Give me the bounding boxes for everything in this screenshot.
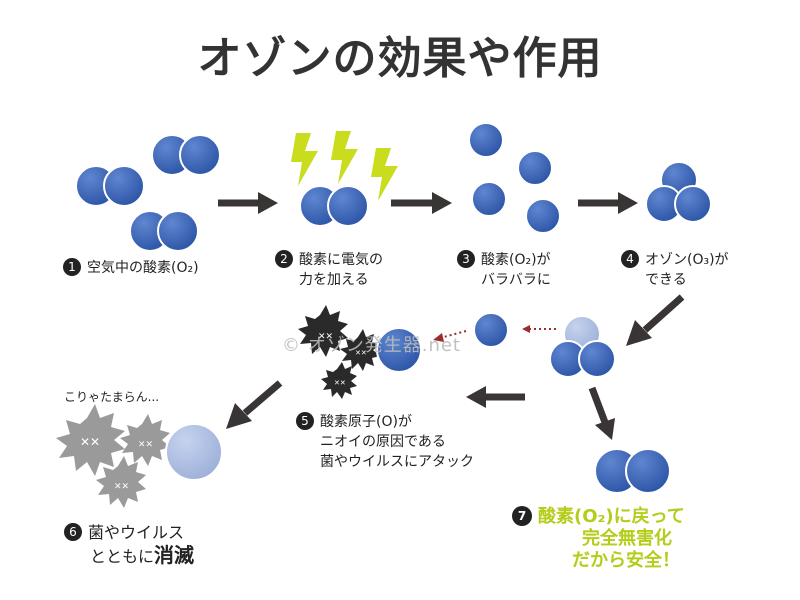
step7-text-line1: 酸素(O₂)に戻って (538, 506, 685, 527)
step4-text-line2: できる (645, 272, 687, 288)
step6-text-line1: 菌やウイルス (88, 523, 185, 542)
step-number: 2 (275, 250, 293, 268)
step3-text-line1: 酸素(O₂)が (481, 252, 551, 268)
step3-label: 3 酸素(O₂)が バラバラに (457, 250, 551, 290)
step3-text-line2: バラバラに (481, 272, 551, 288)
step6-label: 6 菌やウイルス とともに消滅 (64, 522, 194, 568)
step5-text-line3: 菌やウイルスにアタック (320, 454, 474, 470)
step7-oxygen-molecule (594, 448, 671, 494)
watermark: © オゾン発生器.net (282, 335, 461, 356)
oxygen-atom-light (165, 423, 223, 481)
arrow-down (588, 386, 615, 440)
step-number: 3 (457, 250, 475, 268)
o2-molecule (129, 210, 199, 252)
germ-gray-icon: ✕✕ (120, 414, 170, 466)
step1-text: 空気中の酸素(O₂) (87, 260, 199, 276)
step-number: 1 (63, 258, 81, 276)
germ-dark-icon: ✕✕ (298, 305, 348, 357)
oxygen-atom (473, 312, 509, 348)
step-number: 4 (621, 250, 639, 268)
step-number: 6 (64, 523, 82, 541)
step7-text-line2: 完全無害化 (582, 528, 672, 549)
step5-text-line1: 酸素原子(O)が (320, 414, 412, 430)
step6-text-line2: とともに (90, 547, 155, 566)
svg-text:✕✕: ✕✕ (318, 332, 333, 342)
step1-oxygen-molecules (75, 134, 221, 252)
svg-text:✕✕: ✕✕ (80, 435, 100, 449)
o2-molecule (151, 134, 221, 176)
ozone-splitting (549, 315, 616, 378)
step5-text-line2: ニオイの原因である (320, 434, 446, 450)
step-number: 5 (296, 412, 314, 430)
step4-ozone-molecule (645, 161, 712, 223)
page-title: オゾンの効果や作用 (197, 33, 603, 84)
step5-label: 5 酸素原子(O)が ニオイの原因である 菌やウイルスにアタック (296, 412, 474, 472)
step2-label: 2 酸素に電気の 力を加える (275, 250, 383, 290)
arrow-right (218, 192, 278, 214)
step2-text-line2: 力を加える (299, 272, 369, 288)
o2-molecule (75, 165, 145, 207)
step2-oxygen-molecule (299, 185, 369, 227)
germ-gray-icon: ✕✕ (96, 456, 146, 508)
dotted-arrow (522, 325, 556, 333)
lightning-icon (291, 131, 398, 201)
arrow-left (466, 386, 525, 408)
svg-text:✕✕: ✕✕ (114, 482, 129, 492)
arrow-right (578, 192, 638, 214)
oxygen-atom (376, 327, 422, 373)
svg-text:✕✕: ✕✕ (355, 349, 367, 357)
dotted-arrow (433, 330, 467, 342)
germ-caption: こりゃたまらん... (64, 390, 160, 404)
arrow-down-left (626, 294, 685, 346)
germ-gray-icon: ✕✕ (56, 404, 125, 476)
step7-label: 7 酸素(O₂)に戻って 完全無害化 だから安全！ (512, 506, 685, 572)
step4-text-line1: オゾン(O₃)が (645, 252, 729, 268)
step2-text-line1: 酸素に電気の (299, 252, 383, 268)
svg-text:✕✕: ✕✕ (334, 379, 346, 387)
germ-dark-icon: ✕✕ (340, 329, 380, 371)
step-number: 7 (512, 506, 532, 526)
step6-text-emphasis: 消滅 (154, 543, 195, 567)
step1-label: 1 空気中の酸素(O₂) (63, 258, 199, 278)
arrow-right (391, 192, 452, 214)
step7-text-line3: だから安全！ (572, 550, 680, 571)
svg-text:✕✕: ✕✕ (138, 440, 153, 450)
step3-oxygen-atoms (468, 122, 561, 234)
germ-dark-icon: ✕✕ (321, 362, 357, 399)
arrow-down-left (226, 380, 283, 429)
step4-label: 4 オゾン(O₃)が できる (621, 250, 729, 290)
